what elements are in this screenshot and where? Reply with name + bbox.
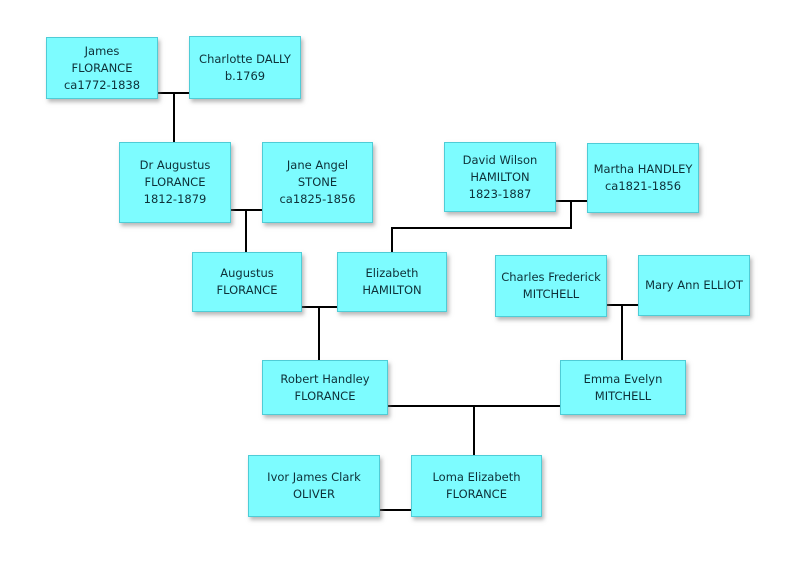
person-surname-line: HAMILTON <box>362 283 422 297</box>
person-dates-line: ca1772-1838 <box>63 77 141 92</box>
connector-to-elizabeth <box>391 227 393 254</box>
person-surname-line: FLORANCE <box>216 283 278 297</box>
person-surname-line: MITCHELL <box>594 388 652 403</box>
person-box-james-florance[interactable]: James FLORANCE ca1772-1838 <box>46 37 158 99</box>
person-box-ivor-james-clark-oliver[interactable]: Ivor James Clark OLIVER <box>248 455 380 517</box>
person-box-jane-angel-stone[interactable]: Jane Angel STONE ca1825-1856 <box>262 142 373 223</box>
person-box-emma-evelyn-mitchell[interactable]: Emma Evelyn MITCHELL <box>560 360 686 415</box>
person-box-charlotte-dally[interactable]: Charlotte DALLY b.1769 <box>189 36 301 99</box>
person-name-line: Charles Frederick <box>501 270 601 284</box>
connector-augustus-elizabeth-to-robert <box>318 306 320 361</box>
person-name-line: Charlotte DALLY <box>199 51 291 66</box>
person-box-robert-handley-florance[interactable]: Robert Handley FLORANCE <box>262 360 388 415</box>
person-box-martha-handley[interactable]: Martha HANDLEY ca1821-1856 <box>587 143 699 213</box>
person-surname-line: MITCHELL <box>522 287 580 301</box>
person-dates-line: ca1821-1856 <box>604 179 682 193</box>
connector-dr-augustus-jane-to-augustus <box>245 209 247 253</box>
person-name-line: Martha HANDLEY <box>593 162 693 176</box>
person-dates-line: 1812-1879 <box>143 192 207 206</box>
person-name-line: Dr Augustus <box>139 158 211 172</box>
connector-hamilton-child-elbow <box>391 227 572 229</box>
connector-james-charlotte-to-dr-augustus <box>173 92 175 143</box>
person-dates-line: 1823-1887 <box>468 186 532 201</box>
person-box-augustus-florance[interactable]: Augustus FLORANCE <box>192 252 302 312</box>
person-box-david-wilson-hamilton[interactable]: David Wilson HAMILTON 1823-1887 <box>444 142 556 212</box>
person-dates-line: ca1825-1856 <box>279 192 356 206</box>
person-box-loma-elizabeth-florance[interactable]: Loma Elizabeth FLORANCE <box>411 455 542 517</box>
person-surname-line: FLORANCE <box>71 60 133 75</box>
connector-charles-maryann-to-emma <box>621 304 623 361</box>
person-box-elizabeth-hamilton[interactable]: Elizabeth HAMILTON <box>337 252 447 312</box>
person-name-line: Jane Angel <box>286 158 349 172</box>
person-name-line: James <box>84 43 120 58</box>
person-dates-line: b.1769 <box>224 68 266 83</box>
person-name-line: Robert Handley <box>280 371 370 386</box>
person-box-mary-ann-elliot[interactable]: Mary Ann ELLIOT <box>638 255 750 316</box>
connector-david-martha-drop <box>570 200 572 229</box>
person-surname-line: OLIVER <box>293 487 335 501</box>
person-surname-line: STONE <box>297 175 338 189</box>
connector-robert-emma-to-loma <box>473 405 475 456</box>
person-name-line: Ivor James Clark <box>267 470 361 484</box>
person-surname-line: FLORANCE <box>144 175 206 189</box>
person-name-line: David Wilson <box>462 152 538 167</box>
person-surname-line: FLORANCE <box>294 388 356 403</box>
person-name-line: Augustus <box>220 266 274 280</box>
person-name-line: Mary Ann ELLIOT <box>645 278 743 292</box>
person-box-dr-augustus-florance[interactable]: Dr Augustus FLORANCE 1812-1879 <box>119 142 231 223</box>
connector-ivor-loma-marriage <box>379 509 412 511</box>
person-box-charles-frederick-mitchell[interactable]: Charles Frederick MITCHELL <box>495 255 607 317</box>
person-name-line: Loma Elizabeth <box>432 470 521 484</box>
person-surname-line: FLORANCE <box>446 487 507 501</box>
person-name-line: Elizabeth <box>365 266 419 280</box>
person-name-line: Emma Evelyn <box>583 371 663 386</box>
person-surname-line: HAMILTON <box>470 169 530 184</box>
